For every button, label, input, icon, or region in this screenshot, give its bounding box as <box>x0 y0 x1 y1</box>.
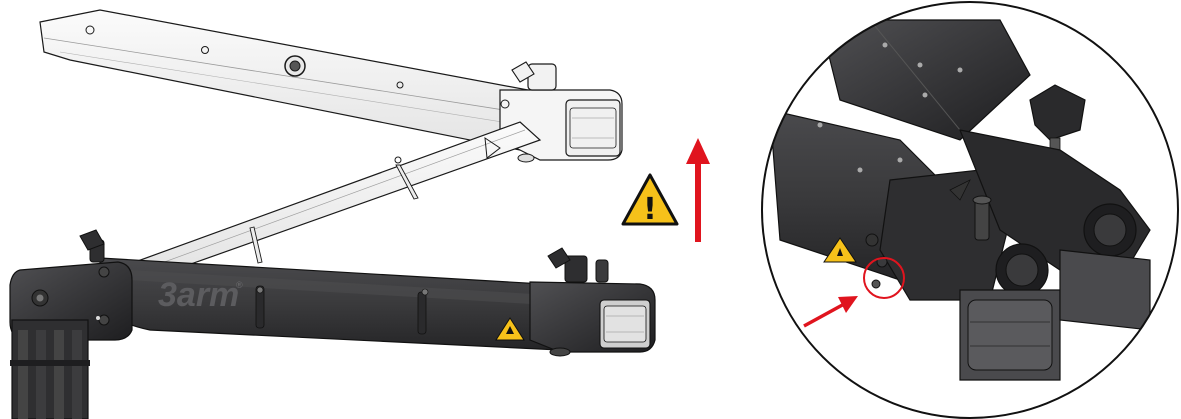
detail-view <box>761 1 1179 419</box>
diagonal-arm <box>133 121 542 276</box>
dark-elbow-joint <box>529 247 656 357</box>
highlight-circle <box>863 257 905 299</box>
warning-symbol: ! <box>643 192 657 227</box>
brand-logo: 3arm <box>158 276 239 314</box>
lift-arrow <box>686 138 710 242</box>
upper-arm-raised <box>39 9 561 151</box>
pointer-arrow <box>803 296 858 328</box>
hand-pinch-warning-icon <box>495 317 525 341</box>
arm-assembly: 3arm ® <box>9 9 656 419</box>
lower-arm-dark: 3arm ® <box>99 257 591 351</box>
warning-sign: ! <box>621 173 679 227</box>
base-column <box>10 319 90 419</box>
brand-trademark: ® <box>236 280 243 290</box>
